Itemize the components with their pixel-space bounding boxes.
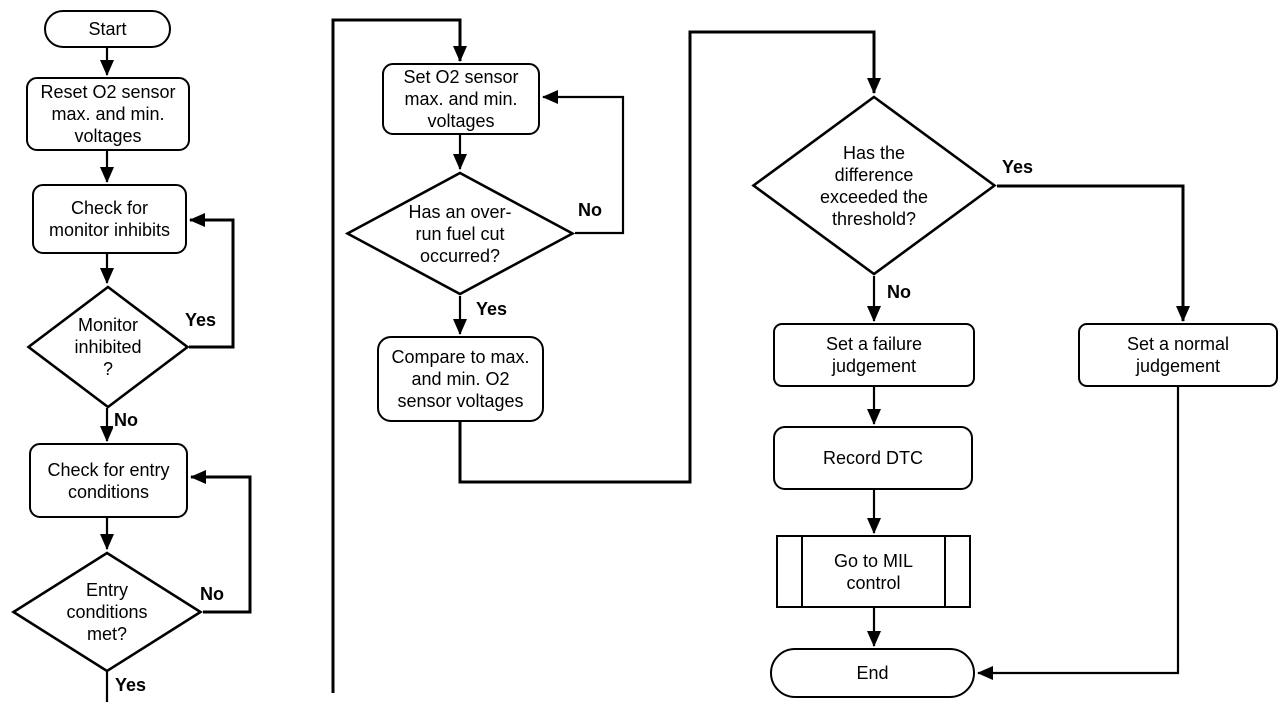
predefined-process-left-bar: [801, 537, 803, 606]
node-set-normal-judgement: Set a normal judgement: [1078, 323, 1278, 387]
node-end-label: End: [856, 663, 889, 683]
node-entry-met-label: Entry conditions met?: [66, 580, 148, 644]
edge-threshold-yes: [997, 184, 1190, 322]
edge-label-monitor-no: No: [113, 409, 139, 431]
edge-label-overrun-no: No: [577, 199, 603, 221]
node-compare-label: Compare to max. and min. O2 sensor volta…: [391, 347, 530, 411]
node-set-failure-label: Set a failure judgement: [825, 334, 923, 376]
node-set-normal-label: Set a normal judgement: [1126, 334, 1230, 376]
edge-label-threshold-no: No: [886, 281, 912, 303]
node-monitor-inhibited-label: Monitor inhibited ?: [74, 315, 142, 379]
edge-label-entry-yes: Yes: [114, 674, 148, 696]
edge-normal-to-end: [977, 387, 1180, 680]
node-monitor-inhibited-decision: Monitor inhibited ?: [26, 285, 190, 409]
node-go-to-mil-control: Go to MIL control: [776, 535, 971, 608]
edge-label-threshold-yes: Yes: [1001, 156, 1035, 178]
predefined-process-right-bar: [944, 537, 946, 606]
node-compare-voltages: Compare to max. and min. O2 sensor volta…: [377, 336, 544, 422]
edge-label-entry-no: No: [199, 583, 225, 605]
node-overrun-label: Has an over- run fuel cut occurred?: [408, 201, 512, 266]
node-check-entry-label: Check for entry conditions: [47, 459, 170, 502]
edge-entry-met-no-loop: [190, 470, 252, 614]
node-end: End: [770, 648, 975, 698]
diamond-shape: [345, 171, 575, 296]
node-reset-o2-label: Reset O2 sensor max. and min. voltages: [40, 82, 176, 146]
node-check-monitor-label: Check for monitor inhibits: [48, 198, 171, 240]
node-start-label: Start: [88, 19, 127, 39]
edge-compare-to-threshold: [458, 30, 881, 484]
edge-continuation-to-set-o2: [331, 18, 467, 693]
node-start: Start: [44, 10, 171, 48]
node-reset-o2-voltages: Reset O2 sensor max. and min. voltages: [26, 77, 190, 151]
diamond-shape: [11, 551, 203, 673]
node-check-monitor-inhibits: Check for monitor inhibits: [32, 184, 187, 254]
node-check-entry-conditions: Check for entry conditions: [29, 443, 188, 518]
node-threshold-label: Has the difference exceeded the threshol…: [819, 142, 929, 229]
diamond-shape: [751, 95, 997, 276]
node-threshold-exceeded-decision: Has the difference exceeded the threshol…: [751, 95, 997, 276]
edge-monitor-inhibited-yes-loop: [189, 213, 235, 349]
edge-label-monitor-yes: Yes: [184, 309, 218, 331]
node-record-dtc-label: Record DTC: [822, 448, 924, 468]
node-set-o2-voltages: Set O2 sensor max. and min. voltages: [382, 63, 540, 135]
edge-overrun-no-loop: [542, 90, 625, 235]
node-set-failure-judgement: Set a failure judgement: [773, 323, 975, 387]
node-set-o2-label: Set O2 sensor max. and min. voltages: [403, 67, 519, 131]
diamond-shape: [26, 285, 190, 409]
node-record-dtc: Record DTC: [773, 426, 973, 490]
node-entry-conditions-met-decision: Entry conditions met?: [11, 551, 203, 673]
edge-label-overrun-yes: Yes: [475, 298, 509, 320]
node-overrun-fuel-cut-decision: Has an over- run fuel cut occurred?: [345, 171, 575, 296]
node-mil-control-label: Go to MIL control: [833, 550, 914, 593]
